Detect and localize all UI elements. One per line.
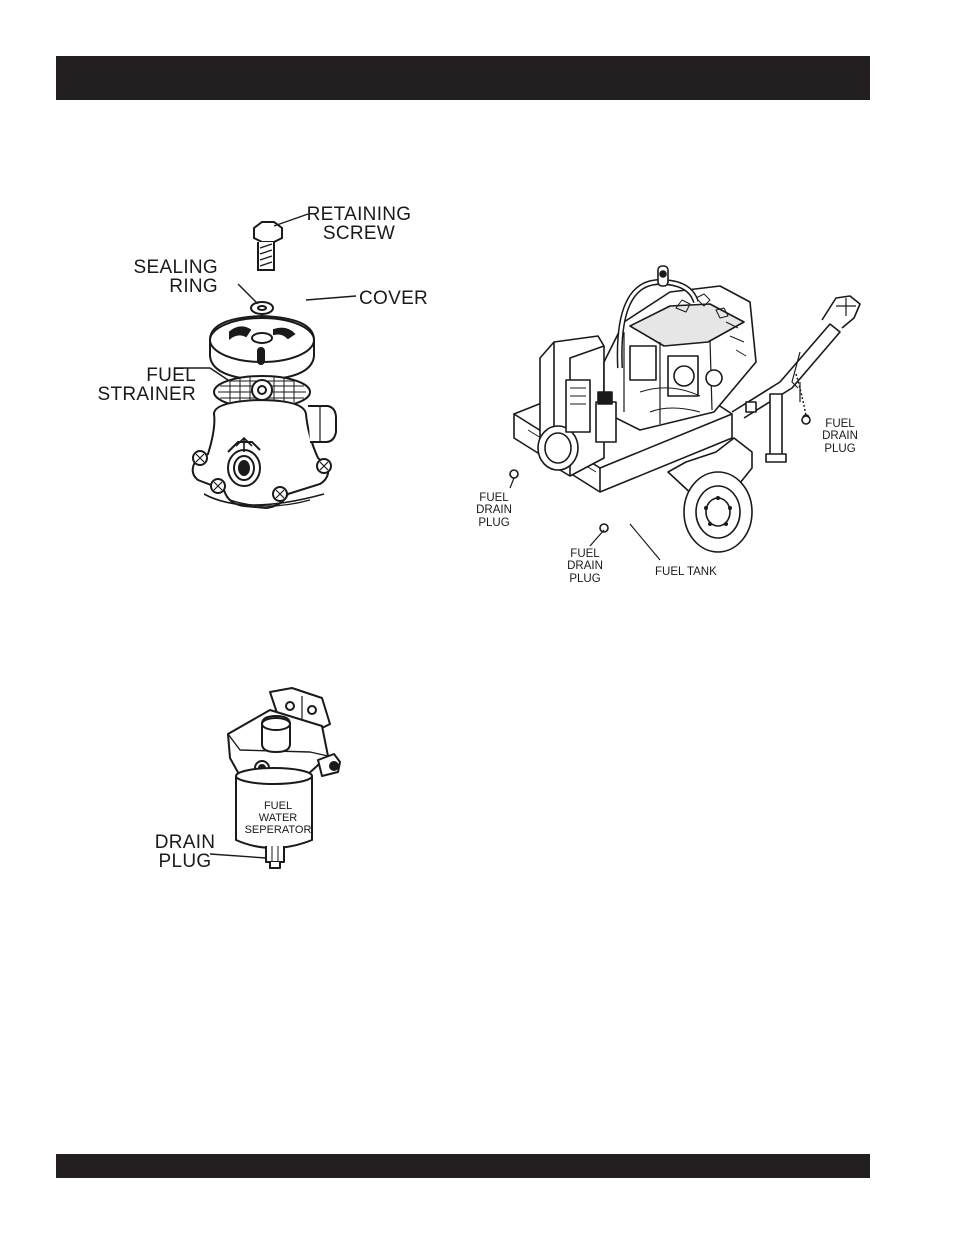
drain-plug-left-marker	[510, 470, 518, 478]
sealing-ring-drawing	[251, 302, 273, 314]
fuel-drain-plug-right-label: FUEL DRAIN PLUG	[818, 418, 862, 455]
drain-plug-drawing	[266, 846, 284, 862]
footer-bar	[56, 1154, 870, 1178]
drain-plug-label: DRAIN PLUG	[150, 833, 220, 871]
fuel-tank-label: FUEL TANK	[655, 566, 717, 578]
fuel-strainer-illustration	[170, 200, 430, 530]
fuel-drain-plug-left-label: FUEL DRAIN PLUG	[472, 492, 516, 529]
separator-body-label: FUEL WATER SEPERATOR	[238, 801, 318, 837]
trailer-pump-illustration	[500, 262, 890, 562]
cover-label: COVER	[359, 289, 428, 308]
header-bar	[56, 56, 870, 100]
fuel-strainer-label: FUEL STRAINER	[86, 366, 196, 404]
fuel-water-separator-illustration	[210, 680, 360, 875]
fuel-drain-plug-bottom-label: FUEL DRAIN PLUG	[563, 548, 607, 585]
retaining-screw-label: RETAINING SCREW	[305, 205, 413, 243]
drain-plug-right-marker	[802, 416, 810, 424]
sealing-ring-label: SEALING RING	[118, 258, 218, 296]
